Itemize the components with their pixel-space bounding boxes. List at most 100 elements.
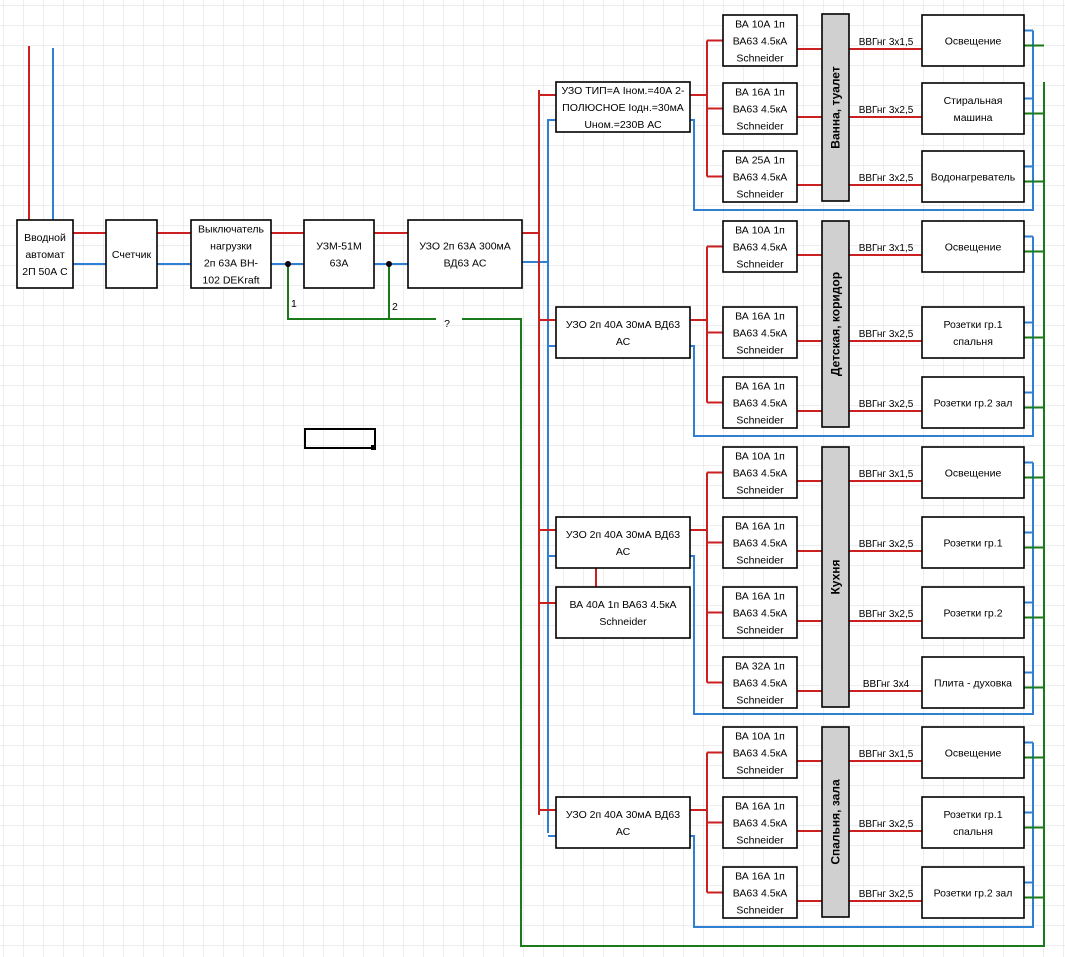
group-3-line-4-breaker-text: Schneider <box>736 694 784 706</box>
group-3-extra-breaker: ВА 40А 1п ВА63 4.5кА Schneider <box>555 586 691 639</box>
group-3-line-4-cable-label: ВВГнг 3х4 <box>863 679 910 690</box>
group-3-line-3-load: Розетки гр.2 <box>921 586 1025 639</box>
group-1-line-2-load-text: Стиральная <box>944 95 1003 107</box>
group-1-rcd-frame <box>555 81 691 133</box>
group-3-line-2-load-frame <box>921 516 1025 569</box>
uzm-relay-text: 63А <box>330 257 349 269</box>
group-2-line-2-breaker-frame <box>722 306 798 359</box>
group-1-rcd-text: УЗО ТИП=А Iном.=40А 2- <box>561 85 685 97</box>
group-3-line-3-breaker-frame <box>722 586 798 639</box>
selection-handle <box>371 445 376 450</box>
group-1-line-2-breaker-text: ВА 16А 1п <box>735 86 785 98</box>
group-1-line-1-load-text: Освещение <box>945 35 1002 47</box>
main-rcd-frame <box>407 219 523 289</box>
group-4-line-3-load-text: Розетки гр.2 зал <box>934 887 1013 899</box>
group-3-line-3-load-text: Розетки гр.2 <box>943 607 1002 619</box>
group-3-line-3-load-frame <box>921 586 1025 639</box>
group-1-line-2-load-frame <box>921 82 1025 135</box>
group-1-line-1-breaker-text: ВА63 4.5кА <box>733 35 787 47</box>
earth-bus <box>462 82 1045 947</box>
group-1-line-2-load: Стиральная машина <box>921 82 1025 135</box>
group-3-line-1-load-frame <box>921 446 1025 499</box>
group-1-line-2-breaker-text: Schneider <box>736 120 784 132</box>
group-1-line-1-cable-label: ВВГнг 3х1,5 <box>859 37 914 48</box>
group-4-line-2-breaker-text: ВА 16А 1п <box>735 800 785 812</box>
selection-frame <box>304 428 376 449</box>
group-1-line-1-breaker-frame <box>722 14 798 67</box>
group-4-line-2-breaker-text: ВА63 4.5кА <box>733 817 787 829</box>
group-3-line-3-cable-label: ВВГнг 3х2,5 <box>859 609 914 620</box>
load-switch-text: Выключатель <box>198 223 264 235</box>
junction-label-1: 1 <box>291 298 297 310</box>
meter: Счетчик <box>105 219 158 289</box>
group-1-line-1-breaker-text: ВА 10А 1п <box>735 18 785 30</box>
group-4-line-1-cable-label: ВВГнг 3х1,5 <box>859 749 914 760</box>
group-1-line-2-load-text: машина <box>954 112 993 124</box>
group-1-zone-label: Ванна, туалет <box>829 66 843 149</box>
group-1-line-3-load-frame <box>921 150 1025 203</box>
group-3-line-2-breaker-text: Schneider <box>736 554 784 566</box>
group-3-line-4-breaker-text: ВА63 4.5кА <box>733 677 787 689</box>
group-4-line-3-cable-label: ВВГнг 3х2,5 <box>859 889 914 900</box>
group-2-line-3-load-text: Розетки гр.2 зал <box>934 397 1013 409</box>
group-3-extra-breaker-text: Schneider <box>599 616 647 628</box>
main-rcd-text: УЗО 2п 63А 300мА <box>419 240 511 252</box>
group-3-line-1-breaker-text: ВА63 4.5кА <box>733 467 787 479</box>
group-1-line-3-breaker-text: ВА63 4.5кА <box>733 171 787 183</box>
group-4-line-1-breaker-text: Schneider <box>736 764 784 776</box>
group-2-line-3-breaker-text: ВА 16А 1п <box>735 380 785 392</box>
group-2-line-2-load-frame <box>921 306 1025 359</box>
group-2-line-2-breaker-text: ВА 16А 1п <box>735 310 785 322</box>
group-3-line-1-load: Освещение <box>921 446 1025 499</box>
group-3-rcd-text: АС <box>616 546 631 558</box>
group-1-rcd: УЗО ТИП=А Iном.=40А 2-ПОЛЮСНОЕ Iодн.=30м… <box>555 81 691 133</box>
earth-wire <box>287 264 436 320</box>
group-1-line-3-load: Водонагреватель <box>921 150 1025 203</box>
group-2-rcd-text: УЗО 2п 40А 30мА ВД63 <box>566 319 680 331</box>
group-4-line-1-breaker-frame <box>722 726 798 779</box>
group-2-line-3-load-frame <box>921 376 1025 429</box>
group-2-line-2-breaker-text: ВА63 4.5кА <box>733 327 787 339</box>
group-4-rcd-text: УЗО 2п 40А 30мА ВД63 <box>566 809 680 821</box>
group-2-line-2-breaker-text: Schneider <box>736 344 784 356</box>
group-2-line-3-breaker-text: ВА63 4.5кА <box>733 397 787 409</box>
group-2-line-3-breaker-frame <box>722 376 798 429</box>
group-1-line-3-breaker-frame <box>722 150 798 203</box>
group-3-line-1-breaker-text: Schneider <box>736 484 784 496</box>
group-4-line-1-load-frame <box>921 726 1025 779</box>
group-3-line-4-breaker-text: ВА 32А 1п <box>735 660 785 672</box>
group-3-line-2-breaker-text: ВА63 4.5кА <box>733 537 787 549</box>
neutral-wire <box>690 30 1034 211</box>
load-switch-frame <box>190 219 272 289</box>
group-2-line-1-load: Освещение <box>921 220 1025 273</box>
group-4-line-1-load: Освещение <box>921 726 1025 779</box>
group-4-rcd-frame <box>555 796 691 849</box>
group-2-line-3-load: Розетки гр.2 зал <box>921 376 1025 429</box>
group-2-line-2-cable-label: ВВГнг 3х2,5 <box>859 329 914 340</box>
group-3-extra-breaker-text: ВА 40А 1п ВА63 4.5кА <box>569 599 676 611</box>
unknown-label: ? <box>444 318 450 330</box>
group-4-line-2-breaker-frame <box>722 796 798 849</box>
group-4-line-1-breaker-text: ВА63 4.5кА <box>733 747 787 759</box>
load-switch-text: 102 DEKraft <box>202 274 259 286</box>
group-3-extra-breaker-frame <box>555 586 691 639</box>
group-4-line-1-breaker-text: ВА 10А 1п <box>735 730 785 742</box>
group-1-rcd-text: Uном.=230В АС <box>584 119 662 131</box>
group-4-line-3-breaker-text: Schneider <box>736 904 784 916</box>
junction-label-2: 2 <box>392 301 398 313</box>
